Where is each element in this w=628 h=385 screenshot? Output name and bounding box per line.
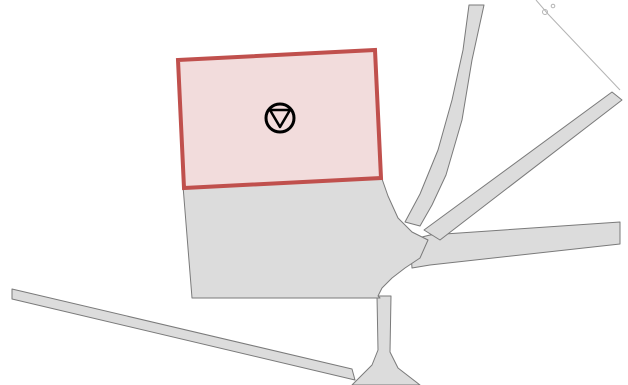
road-east [409,221,621,269]
boundary-vertex [550,3,556,9]
circled-down-triangle-icon [264,102,296,134]
road-northeast-diagonal [423,91,623,241]
marker-circle [264,102,296,134]
highlighted-parcel[interactable] [175,47,384,191]
marker-triangle [268,108,292,129]
road-north [404,4,485,227]
property-boundary-line [535,0,621,91]
road-lower-diagonal [11,288,356,381]
boundary-vertex [542,9,548,15]
boundary-polyline [535,0,621,91]
parcel-shape[interactable] [175,47,384,191]
road-south-connector [351,295,421,385]
road-network [11,4,623,385]
junction-plaza [182,175,429,299]
